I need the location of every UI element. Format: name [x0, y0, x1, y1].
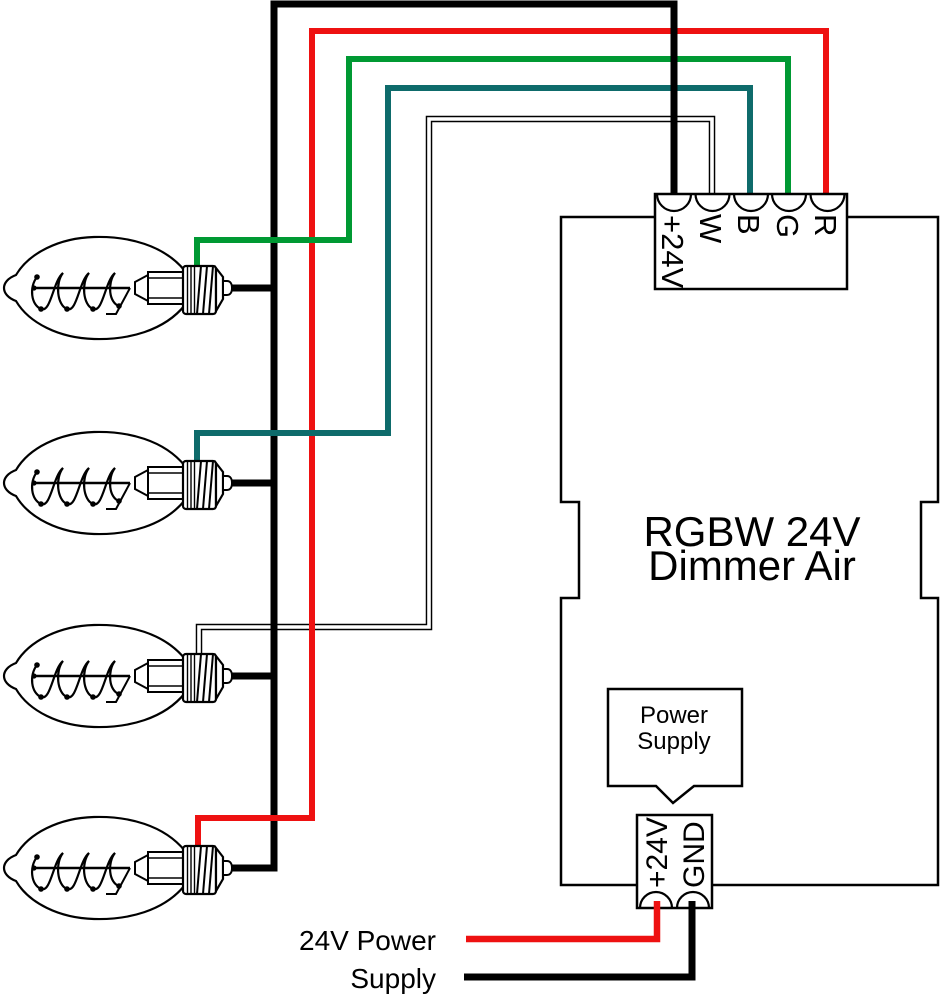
wire-teal-channel: [194, 85, 753, 465]
terminal-label-24v: +24V: [655, 215, 690, 289]
terminal-notch: [638, 890, 674, 909]
device-title-line2: Dimmer Air: [648, 542, 856, 589]
terminal-label-r: R: [808, 214, 843, 236]
terminal-notch: [732, 193, 770, 213]
caption-line1: 24V Power: [299, 925, 436, 956]
terminal-label-plus24v: +24V: [641, 817, 674, 888]
terminal-label-b: B: [731, 214, 766, 235]
wire-power-black: [464, 901, 696, 981]
terminal-notch: [770, 193, 808, 213]
caption-line2: Supply: [350, 963, 436, 994]
power-supply-callout: Power Supply: [606, 687, 744, 805]
top-terminal-block: +24V W B G R: [653, 192, 849, 291]
terminal-label-w: W: [693, 214, 728, 244]
wire-black-top-run: [270, 0, 678, 197]
terminal-label-gnd: GND: [678, 821, 711, 888]
wire-white-channel: [197, 117, 714, 658]
terminal-label-g: G: [770, 214, 805, 238]
bottom-terminal-block: +24V GND: [635, 813, 714, 910]
power-supply-label-line1: Power: [640, 702, 708, 729]
terminal-notch: [675, 890, 711, 909]
terminal-notch: [655, 193, 693, 213]
wire-green-channel: [194, 56, 791, 270]
terminal-notch: [694, 193, 731, 213]
wire-power-red: [466, 901, 661, 943]
terminal-notch: [809, 193, 846, 213]
device-title-line1: RGBW 24V: [643, 508, 860, 555]
power-supply-label-line2: Supply: [637, 728, 710, 755]
wire-red-channel: [195, 28, 829, 850]
